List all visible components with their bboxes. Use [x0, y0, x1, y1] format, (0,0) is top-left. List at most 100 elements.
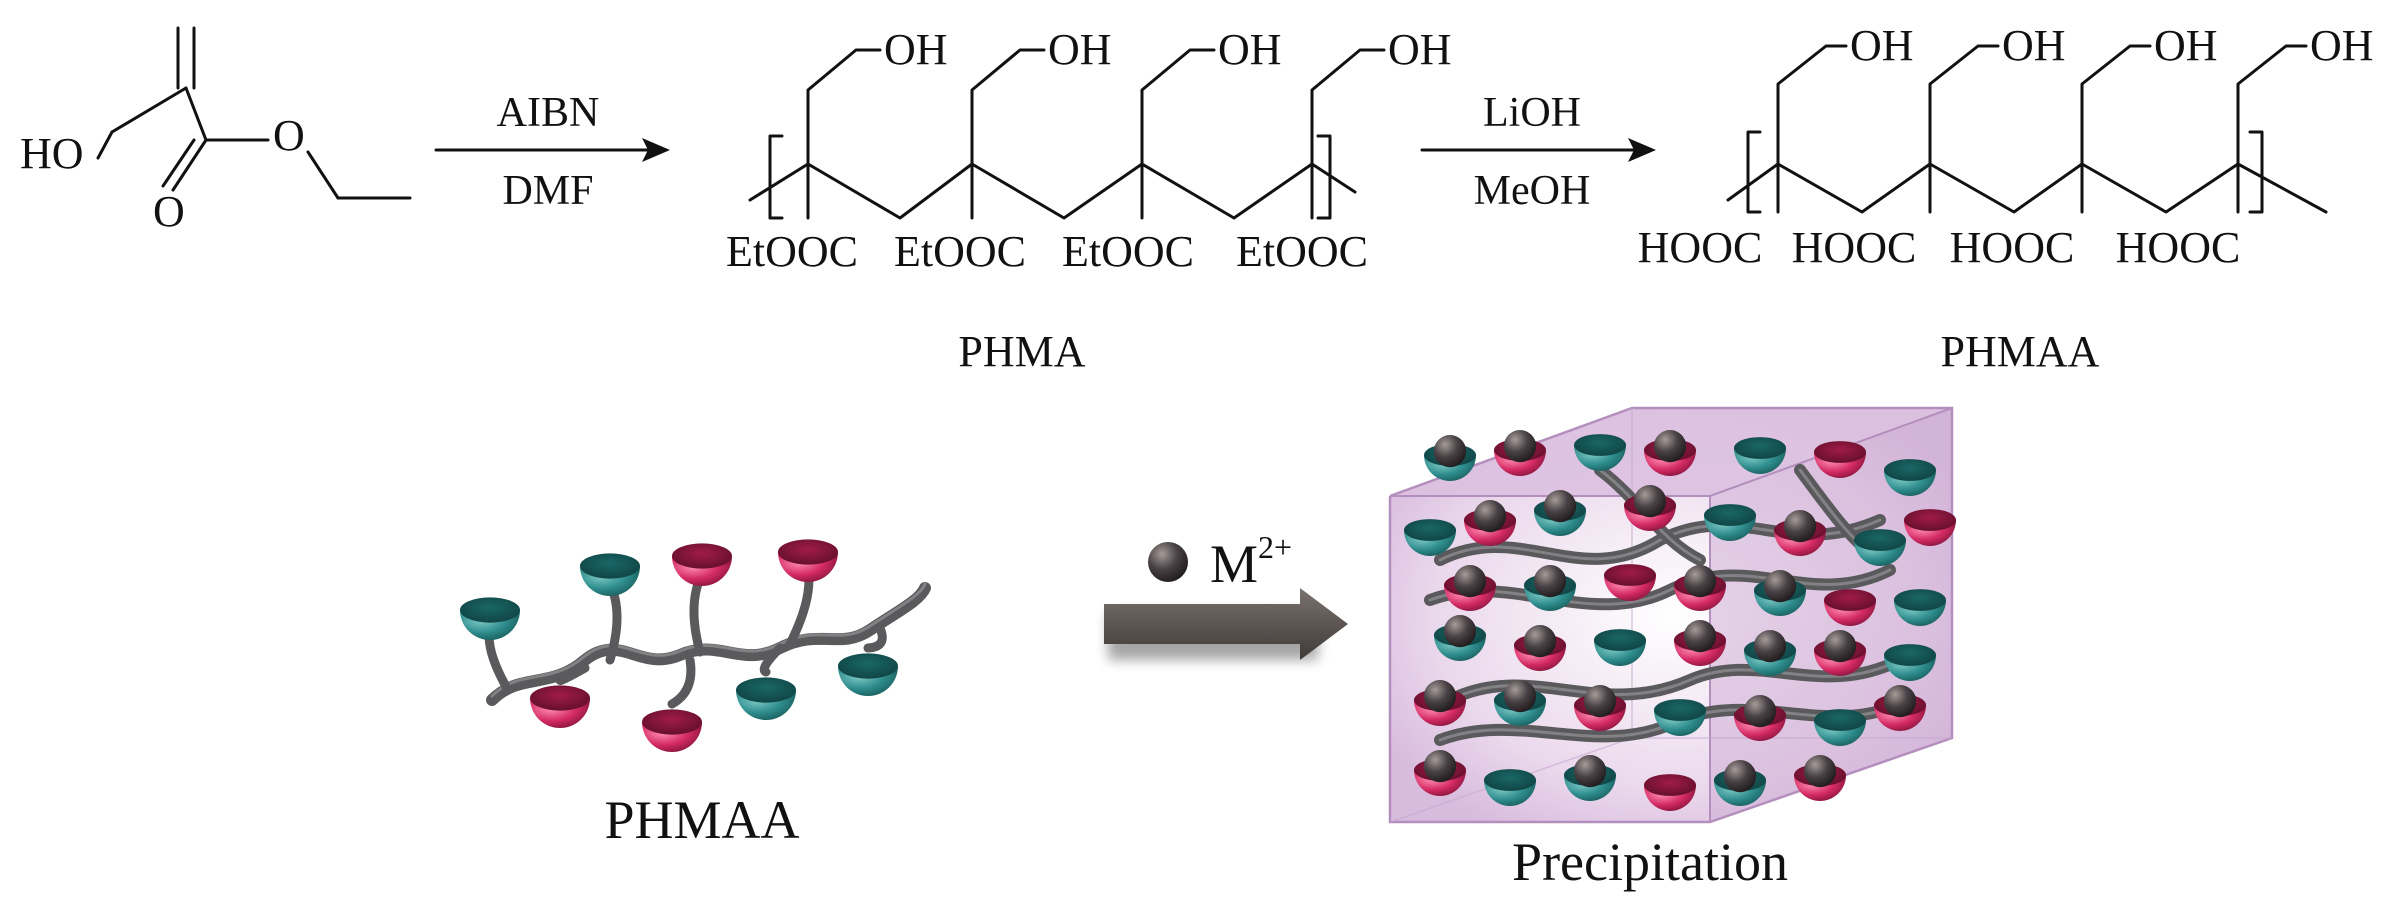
teal-cup-icon	[1884, 644, 1936, 681]
reagent-dmf: DMF	[502, 168, 593, 214]
monomer-structure: HO O O	[20, 26, 412, 236]
metal-ion-icon	[1443, 614, 1477, 648]
reagent-lioh: LiOH	[1483, 90, 1581, 136]
teal-cup-icon	[1854, 529, 1906, 566]
teal-cup-icon	[1434, 614, 1486, 661]
magenta-cup-icon	[1644, 774, 1696, 811]
metal-ion-charge: 2+	[1258, 529, 1292, 565]
phma-ester-2: EtOOC	[894, 227, 1026, 276]
phmaa-hydroxyl-4: OH	[2310, 21, 2374, 70]
phmaa-acid-4: HOOC	[2116, 223, 2241, 272]
phma-hydroxyl-1: OH	[884, 25, 948, 74]
teal-cup-icon	[1404, 519, 1456, 556]
phma-name: PHMA	[958, 327, 1085, 376]
magenta-cup-icon	[1444, 564, 1496, 611]
teal-cup-icon	[1884, 459, 1936, 496]
metal-ion-icon	[1503, 429, 1537, 463]
phma-structure: OH OH OH OH EtOOC EtOOC EtOOC EtOOC PHMA	[726, 25, 1452, 376]
metal-ion-icon	[1423, 749, 1457, 783]
cartoon-polymer-label: PHMAA	[604, 790, 799, 850]
monomer-hydroxyl-label: HO	[20, 129, 84, 178]
precipitation-box	[1388, 406, 1956, 824]
phmaa-name: PHMAA	[1941, 327, 2100, 376]
phma-ester-1: EtOOC	[726, 227, 858, 276]
metal-ion-icon	[1653, 429, 1687, 463]
teal-cup-icon	[736, 677, 796, 720]
phma-hydroxyl-2: OH	[1048, 25, 1112, 74]
phmaa-hydroxyl-1: OH	[1850, 21, 1914, 70]
magenta-cup-icon	[1604, 564, 1656, 601]
metal-ion-icon	[1423, 679, 1457, 713]
metal-ion-icon	[1753, 629, 1787, 663]
phmaa-hydroxyl-2: OH	[2002, 21, 2066, 70]
reaction-arrow-1: AIBN DMF	[434, 90, 670, 214]
metal-ion-icon	[1683, 619, 1717, 653]
teal-cup-icon	[1744, 629, 1796, 676]
metal-ion-icon	[1503, 679, 1537, 713]
metal-ion-symbol: M	[1210, 534, 1258, 594]
metal-ion-icon	[1473, 499, 1507, 533]
metal-ion-icon	[1433, 434, 1467, 468]
teal-cup-icon	[1484, 769, 1536, 806]
reagent-aibn: AIBN	[497, 90, 600, 136]
metal-ion-icon	[1633, 484, 1667, 518]
magenta-cup-icon	[1904, 509, 1956, 546]
magenta-cup-icon	[1814, 441, 1866, 478]
magenta-cup-icon	[1774, 509, 1826, 556]
phmaa-acid-2: HOOC	[1792, 223, 1917, 272]
monomer-carbonyl-oxygen: O	[153, 187, 185, 236]
teal-cup-icon	[1814, 709, 1866, 746]
teal-cup-icon	[1704, 504, 1756, 541]
metal-ion-icon	[1823, 629, 1857, 663]
svg-text:M2+: M2+	[1210, 529, 1292, 594]
phmaa-structure: OH OH OH OH HOOC HOOC HOOC HOOC PHMAA	[1638, 21, 2374, 376]
metal-ion-icon	[1883, 684, 1917, 718]
magenta-cup-icon	[1734, 694, 1786, 741]
reaction-arrow-2: LiOH MeOH	[1420, 90, 1656, 214]
metal-ion-icon	[1803, 754, 1837, 788]
magenta-cup-icon	[1574, 684, 1626, 731]
teal-cup-icon	[1424, 434, 1476, 481]
magenta-cup-icon	[1514, 624, 1566, 671]
metal-ion-icon	[1148, 542, 1188, 582]
magenta-cup-icon	[1414, 679, 1466, 726]
metal-ion-icon	[1723, 759, 1757, 793]
polymer-backbone	[486, 582, 931, 706]
magenta-cup-icon	[1874, 684, 1926, 731]
magenta-cup-icon	[1674, 564, 1726, 611]
teal-cup-icon	[1534, 489, 1586, 536]
magenta-cup-icon	[1824, 589, 1876, 626]
metal-ion-icon	[1573, 754, 1607, 788]
phma-ester-4: EtOOC	[1236, 227, 1368, 276]
phmaa-acid-1: HOOC	[1638, 223, 1763, 272]
teal-cup-icon	[1594, 629, 1646, 666]
metal-ion-icon	[1743, 694, 1777, 728]
metal-ion-icon	[1523, 624, 1557, 658]
phmaa-hydroxyl-3: OH	[2154, 21, 2218, 70]
magenta-cup-icon	[642, 709, 702, 752]
teal-cup-icon	[1754, 569, 1806, 616]
teal-cup-icon	[460, 597, 520, 640]
magenta-cup-icon	[672, 543, 732, 586]
metal-ion-icon	[1533, 564, 1567, 598]
teal-cup-icon	[1574, 434, 1626, 471]
magenta-cup-icon	[1644, 429, 1696, 476]
teal-cup-icon	[1524, 564, 1576, 611]
metal-ion-icon	[1683, 564, 1717, 598]
reagent-meoh: MeOH	[1474, 168, 1591, 214]
magenta-cup-icon	[1794, 754, 1846, 801]
magenta-cup-icon	[1414, 749, 1466, 796]
phmaa-acid-3: HOOC	[1950, 223, 2075, 272]
monomer-ester-oxygen: O	[273, 111, 305, 160]
metal-ion-icon	[1783, 509, 1817, 543]
teal-cup-icon	[1494, 679, 1546, 726]
precipitation-label: Precipitation	[1512, 832, 1788, 892]
teal-cup-icon	[1564, 754, 1616, 801]
metal-ion-icon	[1543, 489, 1577, 523]
block-arrow-icon	[1104, 588, 1348, 660]
metal-ion-reaction: M2+	[1104, 529, 1348, 660]
teal-cup-icon	[1734, 437, 1786, 474]
magenta-cup-icon	[1624, 484, 1676, 531]
magenta-cup-icon	[1674, 619, 1726, 666]
